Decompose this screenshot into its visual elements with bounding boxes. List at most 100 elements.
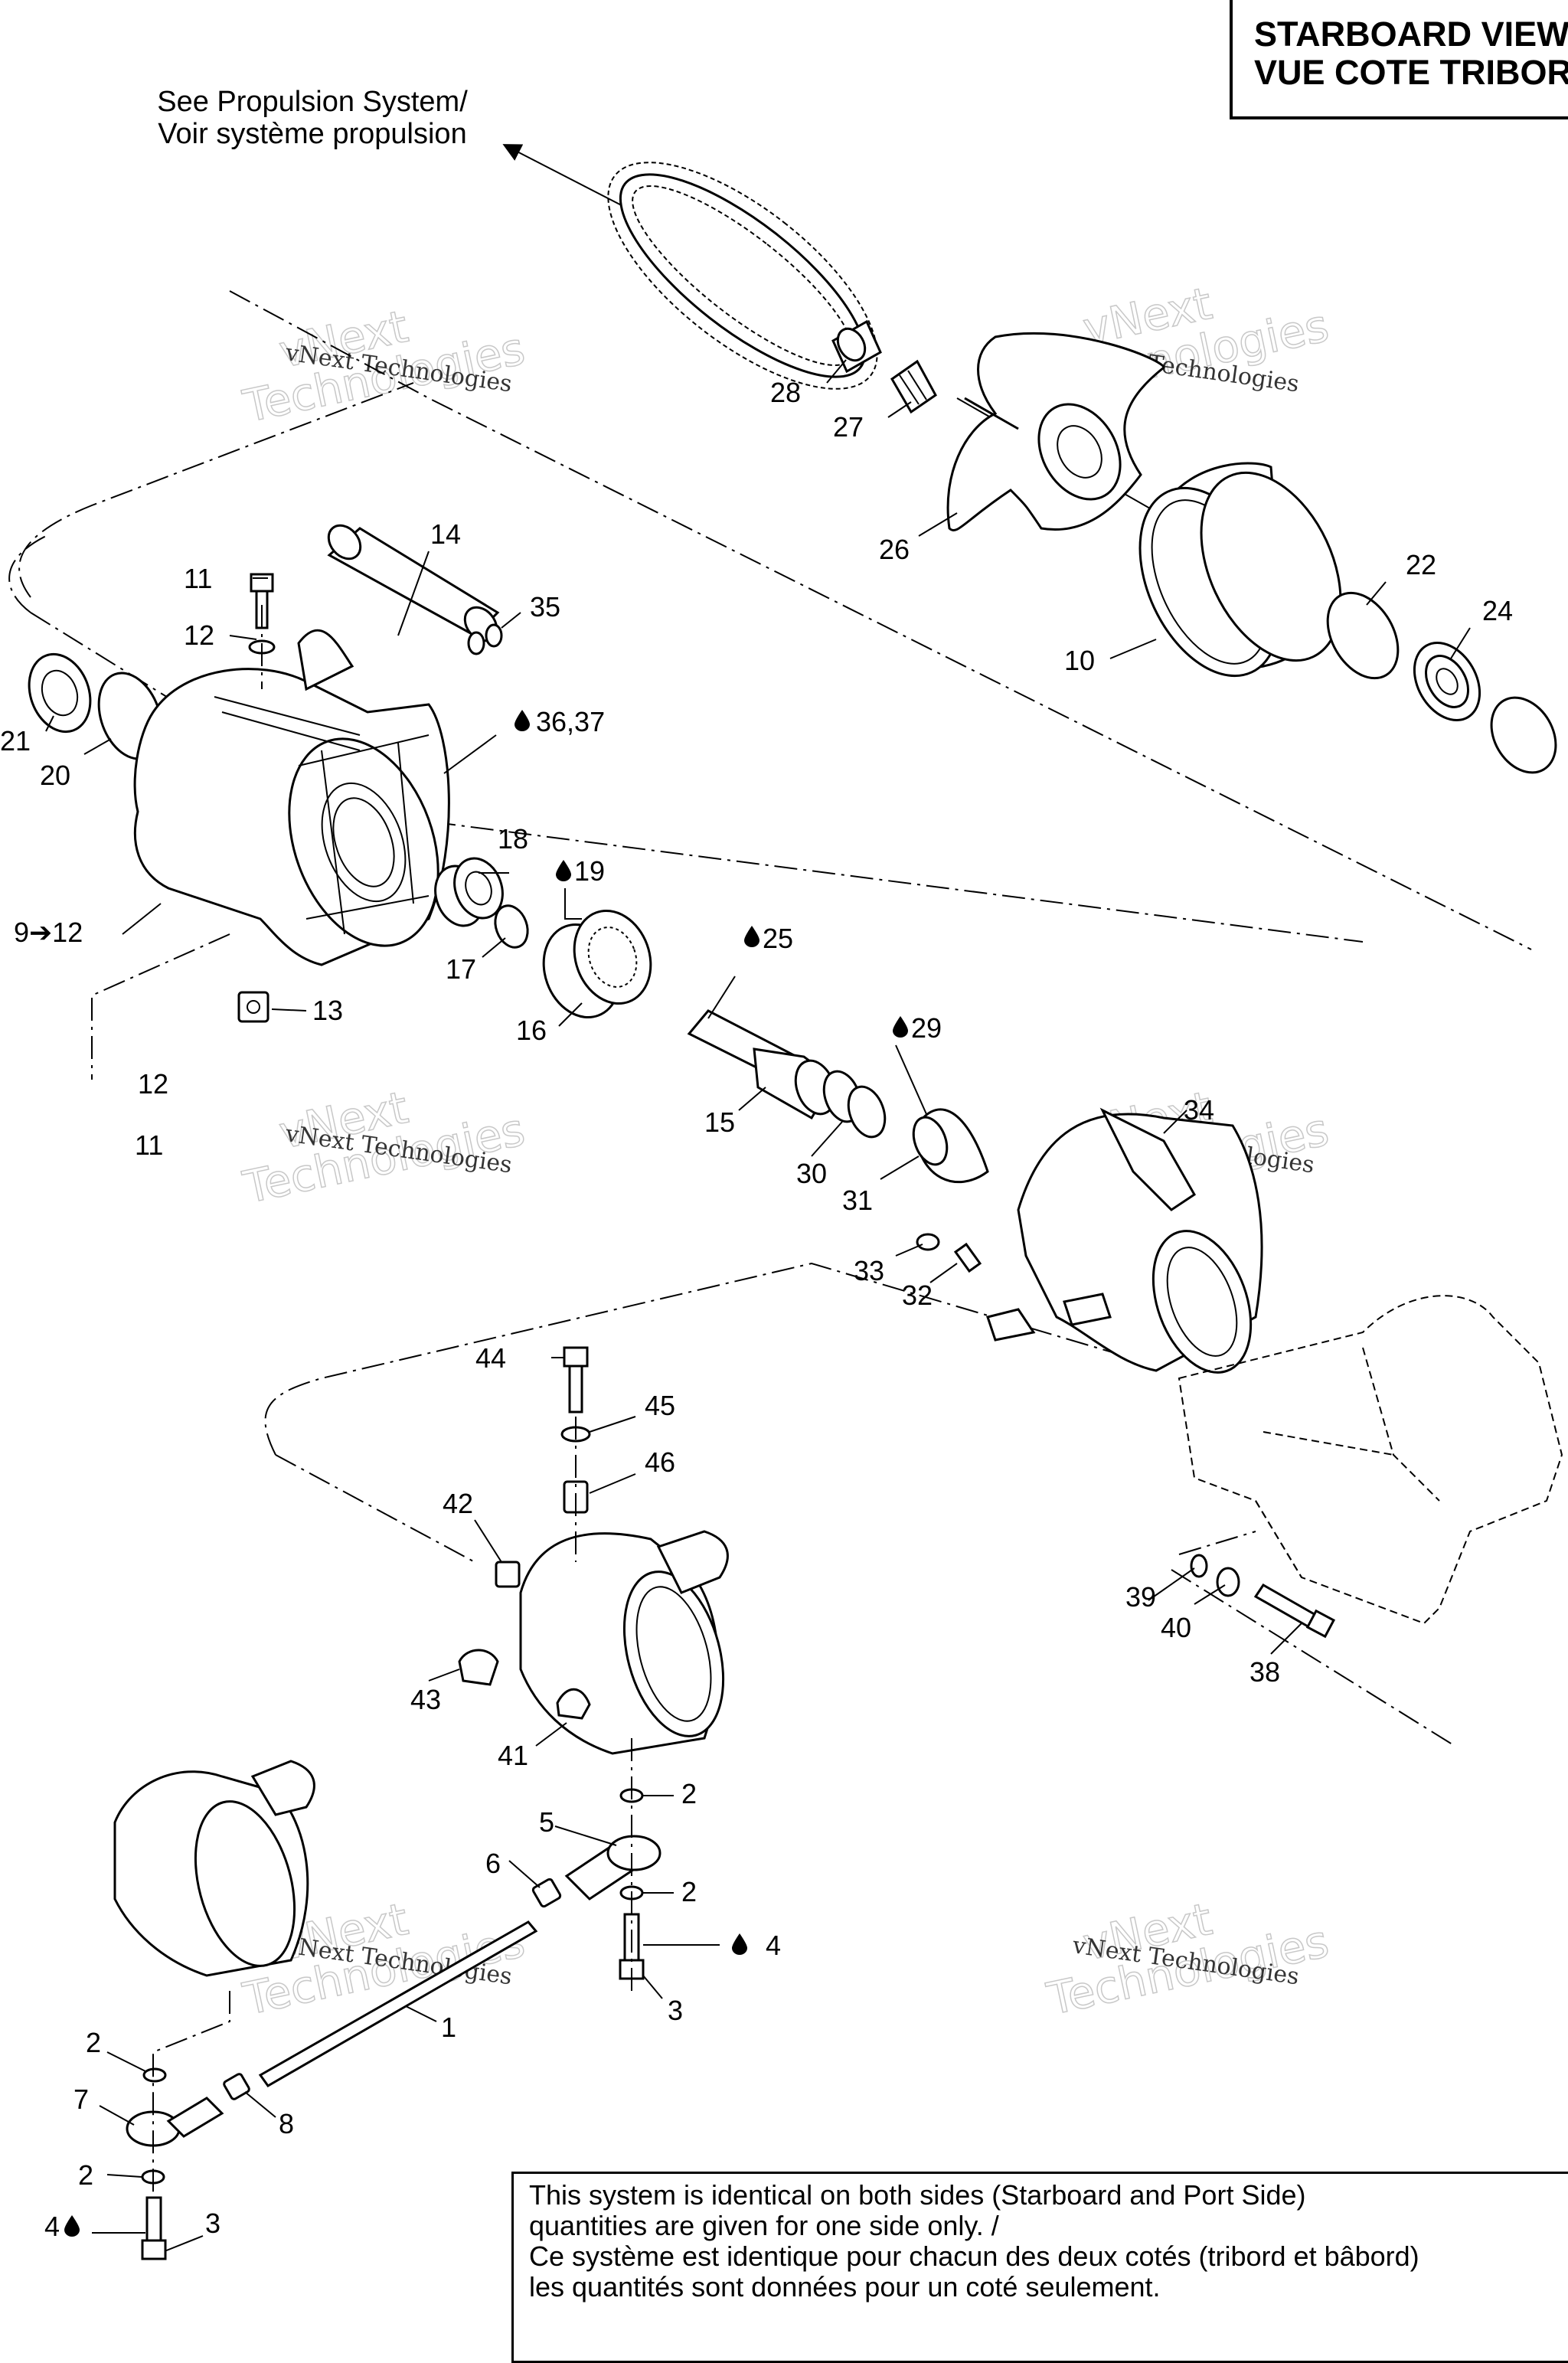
callout-28: 28 [770,377,801,408]
callout-4-a: 4 [766,1930,781,1961]
callout-29: 29 [911,1012,942,1044]
note-line-1: This system is identical on both sides (… [529,2179,1306,2211]
view-title-box: STARBOARD VIEW VUE COTE TRIBORD [1230,0,1568,119]
callout-13: 13 [312,995,343,1026]
callout-8: 8 [279,2108,294,2139]
callout-9: 9➔12 [14,917,83,948]
system-note-box: This system is identical on both sides (… [511,2172,1568,2363]
part-6-nut [531,1878,562,1908]
part-2-washer-c [142,2067,167,2083]
callout-5: 5 [539,1806,554,1838]
callout-3-a: 3 [668,1995,683,2026]
part-17-o-ring [494,904,529,949]
callout-12-top: 12 [184,619,214,651]
callout-11-bottom: 11 [135,1129,163,1161]
linkage-center-lines [91,605,632,2198]
part-42-nut [495,1561,521,1588]
callout-30: 30 [796,1158,827,1189]
part-21-bearing [28,652,92,734]
part-32-screw [953,1242,982,1273]
callout-11-top: 11 [184,563,212,594]
callout-39: 39 [1125,1581,1156,1613]
callout-17: 17 [446,953,476,985]
part-39-washer [1190,1554,1208,1578]
part-16-bearing [542,909,652,1019]
callout-2-c: 2 [86,2027,101,2058]
part-end-ring [1490,696,1557,774]
part-30-o-rings [822,1070,887,1139]
callout-27: 27 [833,411,864,443]
part-1-rod [258,1920,538,2087]
callout-18: 18 [498,823,528,855]
callout-22: 22 [1406,549,1436,580]
part-38-bolt [1253,1584,1336,1639]
callout-43: 43 [410,1684,441,1715]
part-33-washer [916,1233,940,1251]
callout-4-b: 4 [44,2211,60,2242]
part-41-nozzle [519,1530,729,1755]
callout-labels: 28 27 26 10 22 24 14 11 12 35 21 20 9➔12… [0,377,1513,2242]
part-15-shaft [687,1009,837,1120]
part-40-washer [1216,1567,1240,1597]
part-nozzle-ghost [113,1760,315,1977]
callout-33: 33 [854,1255,884,1286]
leader-lines [45,359,1471,2252]
part-27-seal [890,359,937,414]
callout-36-37: 36,37 [536,706,605,737]
part-5-ball-joint [564,1835,662,1901]
callout-40: 40 [1161,1612,1191,1643]
callout-2-b: 2 [681,1876,697,1907]
part-22-circlip [1326,591,1400,680]
oil-drop-icon [732,1933,747,1955]
callout-7: 7 [74,2084,89,2115]
part-44-bolt [563,1346,589,1414]
note-line-2: quantities are given for one side only. … [529,2210,999,2241]
callout-19-pointer [564,888,582,920]
part-28-bushing [831,319,882,374]
oil-drop-icon [556,860,571,881]
part-7-ball-joint [126,2097,224,2147]
lower-assembly-outline [264,1262,1455,1747]
note-line-3: Ce système est identique pour chacun des… [529,2240,1419,2272]
callout-12-bottom: 12 [138,1068,168,1100]
part-34-venturi [986,1107,1263,1374]
callout-25: 25 [763,923,793,954]
part-8-nut [223,2073,250,2100]
callout-6: 6 [485,1848,501,1879]
part-26-impeller [946,332,1165,532]
callout-46: 46 [645,1446,675,1478]
reference-french: Voir système propulsion [158,118,467,150]
callout-1: 1 [441,2012,456,2043]
callout-45: 45 [645,1390,675,1421]
callout-10: 10 [1064,645,1095,676]
reference-english: See Propulsion System/ [157,86,468,118]
drive-coupling-ring [607,162,878,390]
part-3-bolt-lower [141,2196,167,2260]
callout-44: 44 [475,1342,506,1374]
view-title-english: STARBOARD VIEW [1254,15,1568,54]
part-14-pin [327,524,500,642]
callout-21: 21 [0,725,31,757]
note-line-4: les quantités sont données pour un coté … [529,2271,1161,2303]
view-title-french: VUE COTE TRIBORD [1254,53,1568,92]
oil-drop-icon [744,926,760,947]
callout-31: 31 [842,1185,873,1216]
callout-15: 15 [704,1106,735,1138]
callout-20: 20 [40,760,70,791]
callout-38: 38 [1250,1656,1280,1688]
oil-drop-icon [64,2215,80,2237]
oil-drop-icon [514,710,530,731]
upper-assembly-edge [8,535,47,613]
part-13-nut [237,991,270,1023]
callout-24: 24 [1482,595,1513,626]
reference-frame-dashed [1178,1295,1563,1625]
callout-2-a: 2 [681,1778,697,1809]
callout-26: 26 [879,534,910,565]
part-43-bushing [458,1649,499,1686]
callout-3-b: 3 [205,2208,220,2239]
callout-34: 34 [1184,1094,1214,1126]
callout-19: 19 [574,855,605,887]
callout-16: 16 [516,1015,547,1046]
callout-2-d: 2 [78,2159,93,2191]
